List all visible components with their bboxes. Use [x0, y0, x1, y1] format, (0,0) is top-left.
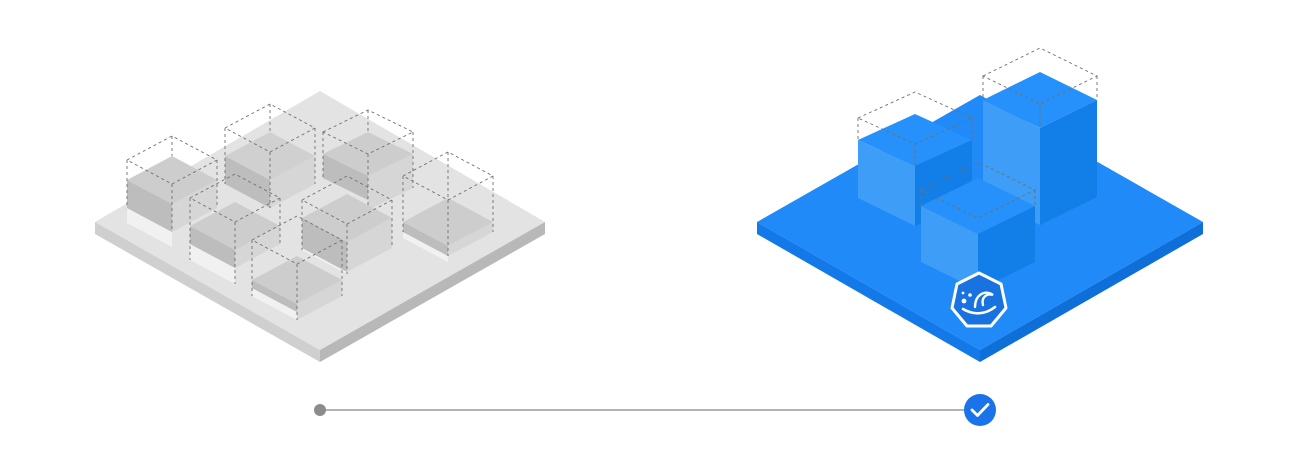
blue-plate-left-edge [757, 222, 980, 362]
progress-start-dot-icon [314, 404, 326, 416]
gray-box-e [301, 175, 393, 274]
gray-box-g [251, 215, 343, 320]
after-platform-scene [757, 47, 1203, 362]
blue-plate-right-edge [980, 222, 1203, 362]
gray-plate-right-edge [320, 222, 545, 362]
gray-box-b [224, 103, 316, 208]
gray-plate-left-edge [95, 222, 320, 362]
before-platform-scene [95, 91, 545, 362]
progress-indicator [314, 394, 996, 426]
gray-box-d [402, 151, 494, 262]
gray-box-a [126, 135, 218, 247]
blue-box-front [919, 161, 1037, 290]
helm-wave-heptagon-icon [950, 271, 1008, 328]
gray-box-f [189, 173, 281, 284]
progress-complete-checkmark-icon [964, 394, 996, 426]
